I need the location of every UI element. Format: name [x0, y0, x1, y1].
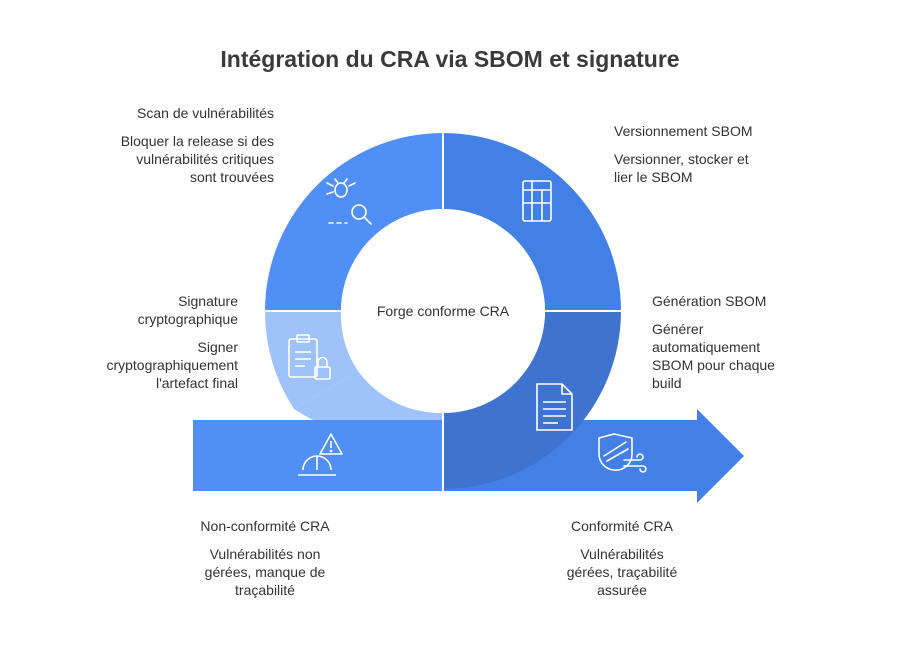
center-label: Forge conforme CRA	[376, 303, 510, 319]
outcome-non-compliance-description: Vulnérabilités non gérées, manque de tra…	[204, 546, 326, 598]
diagram-title: Intégration du CRA via SBOM et signature	[220, 46, 680, 72]
center-circle	[341, 209, 545, 413]
step-versioning-description: Versionner, stocker et lier le SBOM	[614, 151, 749, 185]
step-scan: Scan de vulnérabilités Bloquer la releas…	[120, 104, 274, 186]
shield-wind-icon	[598, 433, 647, 473]
warning-helmet-icon	[298, 433, 343, 476]
outcome-compliance-title: Conformité CRA	[571, 518, 673, 534]
step-scan-title: Scan de vulnérabilités	[137, 105, 274, 121]
step-signature: Signature cryptographique Signer cryptog…	[80, 292, 238, 392]
outcome-compliance-description: Vulnérabilités gérées, traçabilité assur…	[566, 546, 678, 598]
outcome-non-compliance-title: Non-conformité CRA	[200, 518, 330, 534]
segment-scan	[265, 133, 443, 311]
bug-magnifier-icon	[326, 178, 372, 225]
segment-generation	[443, 311, 621, 489]
step-signature-title: Signature cryptographique	[137, 293, 238, 327]
document-icon	[536, 383, 573, 431]
step-versioning-title: Versionnement SBOM	[614, 123, 753, 139]
segment-versioning	[443, 133, 621, 311]
step-generation-description: Générer automatiquement SBOM pour chaque…	[652, 321, 775, 391]
step-generation-title: Génération SBOM	[652, 293, 767, 309]
clipboard-lock-icon	[288, 334, 331, 380]
segment-signature-lower	[294, 371, 443, 420]
step-generation: Génération SBOM Générer automatiquement …	[652, 292, 792, 392]
outcome-compliance: Conformité CRA Vulnérabilités gérées, tr…	[560, 517, 684, 599]
step-signature-description: Signer cryptographiquement l'artefact fi…	[106, 339, 238, 391]
outcome-non-compliance: Non-conformité CRA Vulnérabilités non gé…	[186, 517, 344, 599]
step-versioning: Versionnement SBOM Versionner, stocker e…	[614, 122, 754, 186]
document-stack-icon	[522, 180, 552, 222]
step-scan-description: Bloquer la release si des vulnérabilités…	[120, 133, 274, 185]
segment-signature	[264, 311, 358, 409]
